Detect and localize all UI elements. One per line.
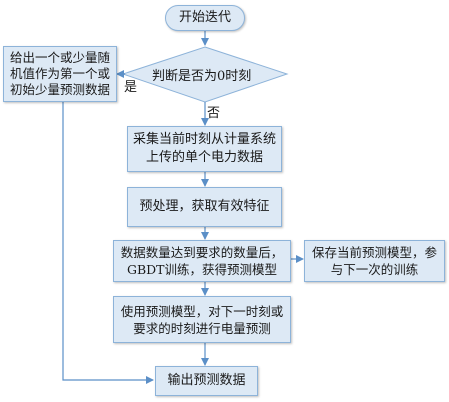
- edge-init-output: [62, 102, 154, 384]
- preprocess-node: 预处理，获取有效特征: [127, 187, 282, 227]
- collect-label: 采集当前时刻从计量系统上传的单个电力数据: [132, 132, 276, 165]
- start-label: 开始迭代: [178, 10, 231, 25]
- save-model-label: 保存当前预测模型，参与下一次的训练: [311, 245, 437, 277]
- train-label: 数据数量达到要求的数量后，GBDT训练，获得预测模型: [120, 245, 284, 277]
- start-node: 开始迭代: [165, 5, 245, 31]
- yes-label: 是: [124, 80, 138, 95]
- output-node: 输出预测数据: [155, 366, 258, 396]
- save-model-node: 保存当前预测模型，参与下一次的训练: [304, 240, 445, 282]
- predict-node: 使用预测模型，对下一时刻或要求的时刻进行电量预测: [113, 296, 291, 343]
- preprocess-label: 预处理，获取有效特征: [139, 199, 270, 214]
- init-values-label: 给出一个或少量随机值作为第一个或初始少量预测数据: [9, 50, 110, 97]
- predict-label: 使用预测模型，对下一时刻或要求的时刻进行电量预测: [120, 303, 284, 336]
- no-label: 否: [207, 106, 221, 121]
- decision-label: 判断是否为0时刻: [152, 69, 252, 84]
- collect-node: 采集当前时刻从计量系统上传的单个电力数据: [127, 126, 282, 172]
- init-values-node: 给出一个或少量随机值作为第一个或初始少量预测数据: [3, 46, 117, 102]
- train-node: 数据数量达到要求的数量后，GBDT训练，获得预测模型: [113, 240, 291, 282]
- output-label: 输出预测数据: [167, 373, 246, 388]
